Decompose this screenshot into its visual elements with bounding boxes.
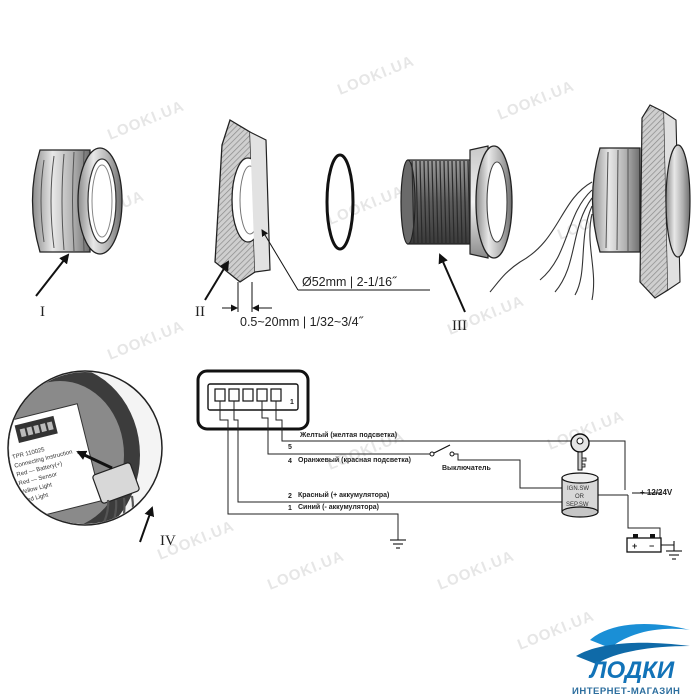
part-label-2: II [195,304,205,320]
battery-feed [627,495,661,540]
thread-line [419,160,423,244]
watermark-text: LOOKI.UA [515,607,597,653]
store-logo: ЛОДКИ ИНТЕРНЕТ-МАГАЗИН [572,624,690,697]
ign-label: SEP.SW [566,502,589,508]
pin-number-1-wire: 1 [288,505,292,512]
pointer-arrow-4 [139,506,155,543]
watermark-text: LOOKI.UA [105,97,187,143]
thread-line [439,160,443,244]
key-icon [570,433,590,471]
pin-number-4: 4 [288,458,292,465]
hole-diameter-label: Ø52mm | 2-1/16˝ [302,275,397,289]
switch-label: Выключатель [442,465,492,472]
wire-2-red [233,401,572,503]
thread-line [451,160,455,244]
switch-symbol [429,444,455,457]
wire-label-4: Оранжевый (красная подсветка) [298,456,411,464]
pointer-arrow-3 [438,253,466,313]
battery-minus: − [649,541,654,551]
wire-4-switched [452,453,562,489]
ign-label: OR [575,494,585,500]
battery-plus: + [632,541,637,551]
part-label-1: I [40,304,45,320]
watermark-text: LOOKI.UA [265,547,347,593]
wires [219,401,661,540]
ignition-switch: IGN.SW OR SEP.SW [561,472,599,518]
thread-line [455,160,459,244]
wire-label-2: Красный (+ аккумулятора) [298,491,389,499]
wire-label-5: Желтый (желтая подсветка) [299,431,397,439]
thread-line [435,160,439,244]
watermark-layer: LOOKI.UA LOOKI.UA LOOKI.UA LOOKI.UA LOOK… [65,52,637,653]
watermark-text: LOOKI.UA [495,77,577,123]
threaded-sleeve [400,145,513,259]
wire-label-1: Синий (- аккумулятора) [298,503,379,511]
part-label-3: III [452,318,467,334]
thread-line [411,160,415,244]
thread-line [443,160,447,244]
pin-number-2: 2 [288,493,292,500]
battery-icon: + − [626,534,662,553]
ground-symbol [390,539,406,549]
o-ring [325,153,355,251]
logo-name: ЛОДКИ [588,657,675,684]
pointer-arrow-2 [204,260,230,301]
connector-plug: 1 [196,369,310,431]
connector-inset: TPR 110025 Connecting Instruction Red — … [7,370,163,526]
wire-1-blue [219,401,399,540]
thread-line [459,160,463,244]
pin-number-1: 1 [290,399,294,406]
thread-line [415,160,419,244]
thread-line [463,160,467,244]
wire-4-orange [261,401,432,455]
watermark-text: LOOKI.UA [435,547,517,593]
part-label-4: IV [160,533,176,549]
dimension-leader [261,229,299,291]
battery-ground-wire [661,541,675,546]
pointer-arrow-1 [35,253,70,297]
ign-label: IGN.SW [567,486,589,492]
thread-line [423,160,427,244]
watermark-text: LOOKI.UA [325,182,407,228]
gauge-bezel [31,147,123,255]
thread-line [447,160,451,244]
insert-direction-arrow [76,450,113,470]
logo-subtitle: ИНТЕРНЕТ-МАГАЗИН [572,686,680,697]
wire-5-yellow [275,401,626,490]
assembled-gauge [489,104,691,301]
panel-thickness-label: 0.5~20mm | 1/32~3/4˝ [240,315,364,329]
mounting-panel [214,119,271,283]
watermark-text: LOOKI.UA [105,317,187,363]
thread-line [431,160,435,244]
watermark-text: LOOKI.UA [335,52,417,98]
pin-number-5: 5 [288,444,292,451]
thread-line [427,160,431,244]
